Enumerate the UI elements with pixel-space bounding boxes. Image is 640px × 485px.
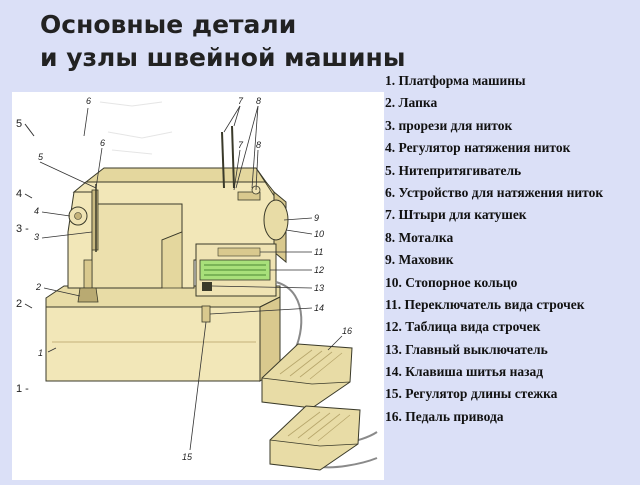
callout-16: 16: [342, 326, 352, 336]
callout-10: 10: [314, 229, 324, 239]
callout-7-upper: 7: [238, 96, 244, 106]
legend-item: 10. Стопорное кольцо: [385, 274, 518, 290]
callout-5: 5: [38, 152, 44, 162]
legend-item: 13. Главный выключатель: [385, 341, 548, 357]
spool-pins: [221, 125, 235, 189]
title-line-1: Основные детали: [40, 10, 297, 39]
legend-item: 8. Моталка: [385, 229, 454, 245]
callout-6: 6: [100, 138, 105, 148]
edge-mark-3: 3 -: [16, 223, 29, 235]
slide-title: Основные детали и узлы швейной машины: [40, 8, 405, 74]
legend-item: 3. прорези для ниток: [385, 117, 513, 133]
legend-item: 2. Лапка: [385, 95, 438, 111]
needle-assembly: [77, 259, 99, 303]
legend-item: 12. Таблица вида строчек: [385, 319, 541, 335]
sewing-machine-drawing: 5 4 3 - 2 1 -: [16, 96, 378, 471]
callout-6-upper: 6: [86, 96, 91, 106]
foot-pedal: [261, 343, 361, 471]
callout-9: 9: [314, 213, 319, 223]
legend-item: 14. Клавиша шитья назад: [385, 364, 544, 380]
callout-8: 8: [256, 140, 261, 150]
callout-4: 4: [34, 206, 39, 216]
callout-15: 15: [182, 452, 193, 462]
title-line-2: и узлы швейной машины: [40, 43, 406, 72]
sewing-machine-diagram: 5 4 3 - 2 1 -: [12, 92, 384, 480]
callouts: 6 5 6 4 3 7 8 7 8 9 10 11 12 13 14 2 1 1…: [34, 96, 352, 462]
edge-mark-1: 1 -: [16, 383, 29, 395]
legend-item: 4. Регулятор натяжения ниток: [385, 140, 571, 156]
edge-mark-4: 4: [16, 188, 22, 200]
callout-8-upper: 8: [256, 96, 261, 106]
edge-mark-2: 2: [16, 298, 22, 310]
legend-item: 15. Регулятор длины стежка: [385, 386, 558, 402]
callout-7: 7: [238, 140, 244, 150]
legend-item: 16. Педаль привода: [385, 408, 504, 424]
machine-platform: [45, 285, 281, 382]
legend-item: 11. Переключатель вида строчек: [385, 296, 585, 312]
legend-item: 9. Маховик: [385, 252, 454, 268]
callout-11: 11: [314, 247, 323, 257]
reverse-key: [201, 305, 211, 323]
thread-slot: [91, 189, 99, 251]
legend-item: 6. Устройство для натяжения ниток: [385, 184, 604, 200]
callout-2: 2: [35, 282, 41, 292]
control-panel: [195, 243, 277, 323]
watermark: [99, 101, 173, 155]
callout-3: 3: [34, 232, 39, 242]
parts-legend: 1. Платформа машины 2. Лапка 3. прорези …: [385, 72, 635, 430]
legend-item: 1. Платформа машины: [385, 73, 526, 88]
leader-lines: [39, 105, 343, 451]
legend-item: 5. Нитепритягиватель: [385, 162, 522, 178]
edge-marks: 5 4 3 - 2 1 -: [16, 118, 35, 395]
callout-13: 13: [314, 283, 324, 293]
callout-14: 14: [314, 303, 324, 313]
main-switch: [202, 282, 212, 291]
callout-1: 1: [38, 348, 43, 358]
legend-item: 7. Штыри для катушек: [385, 207, 527, 223]
callout-12: 12: [314, 265, 324, 275]
edge-mark-5: 5: [16, 118, 22, 130]
